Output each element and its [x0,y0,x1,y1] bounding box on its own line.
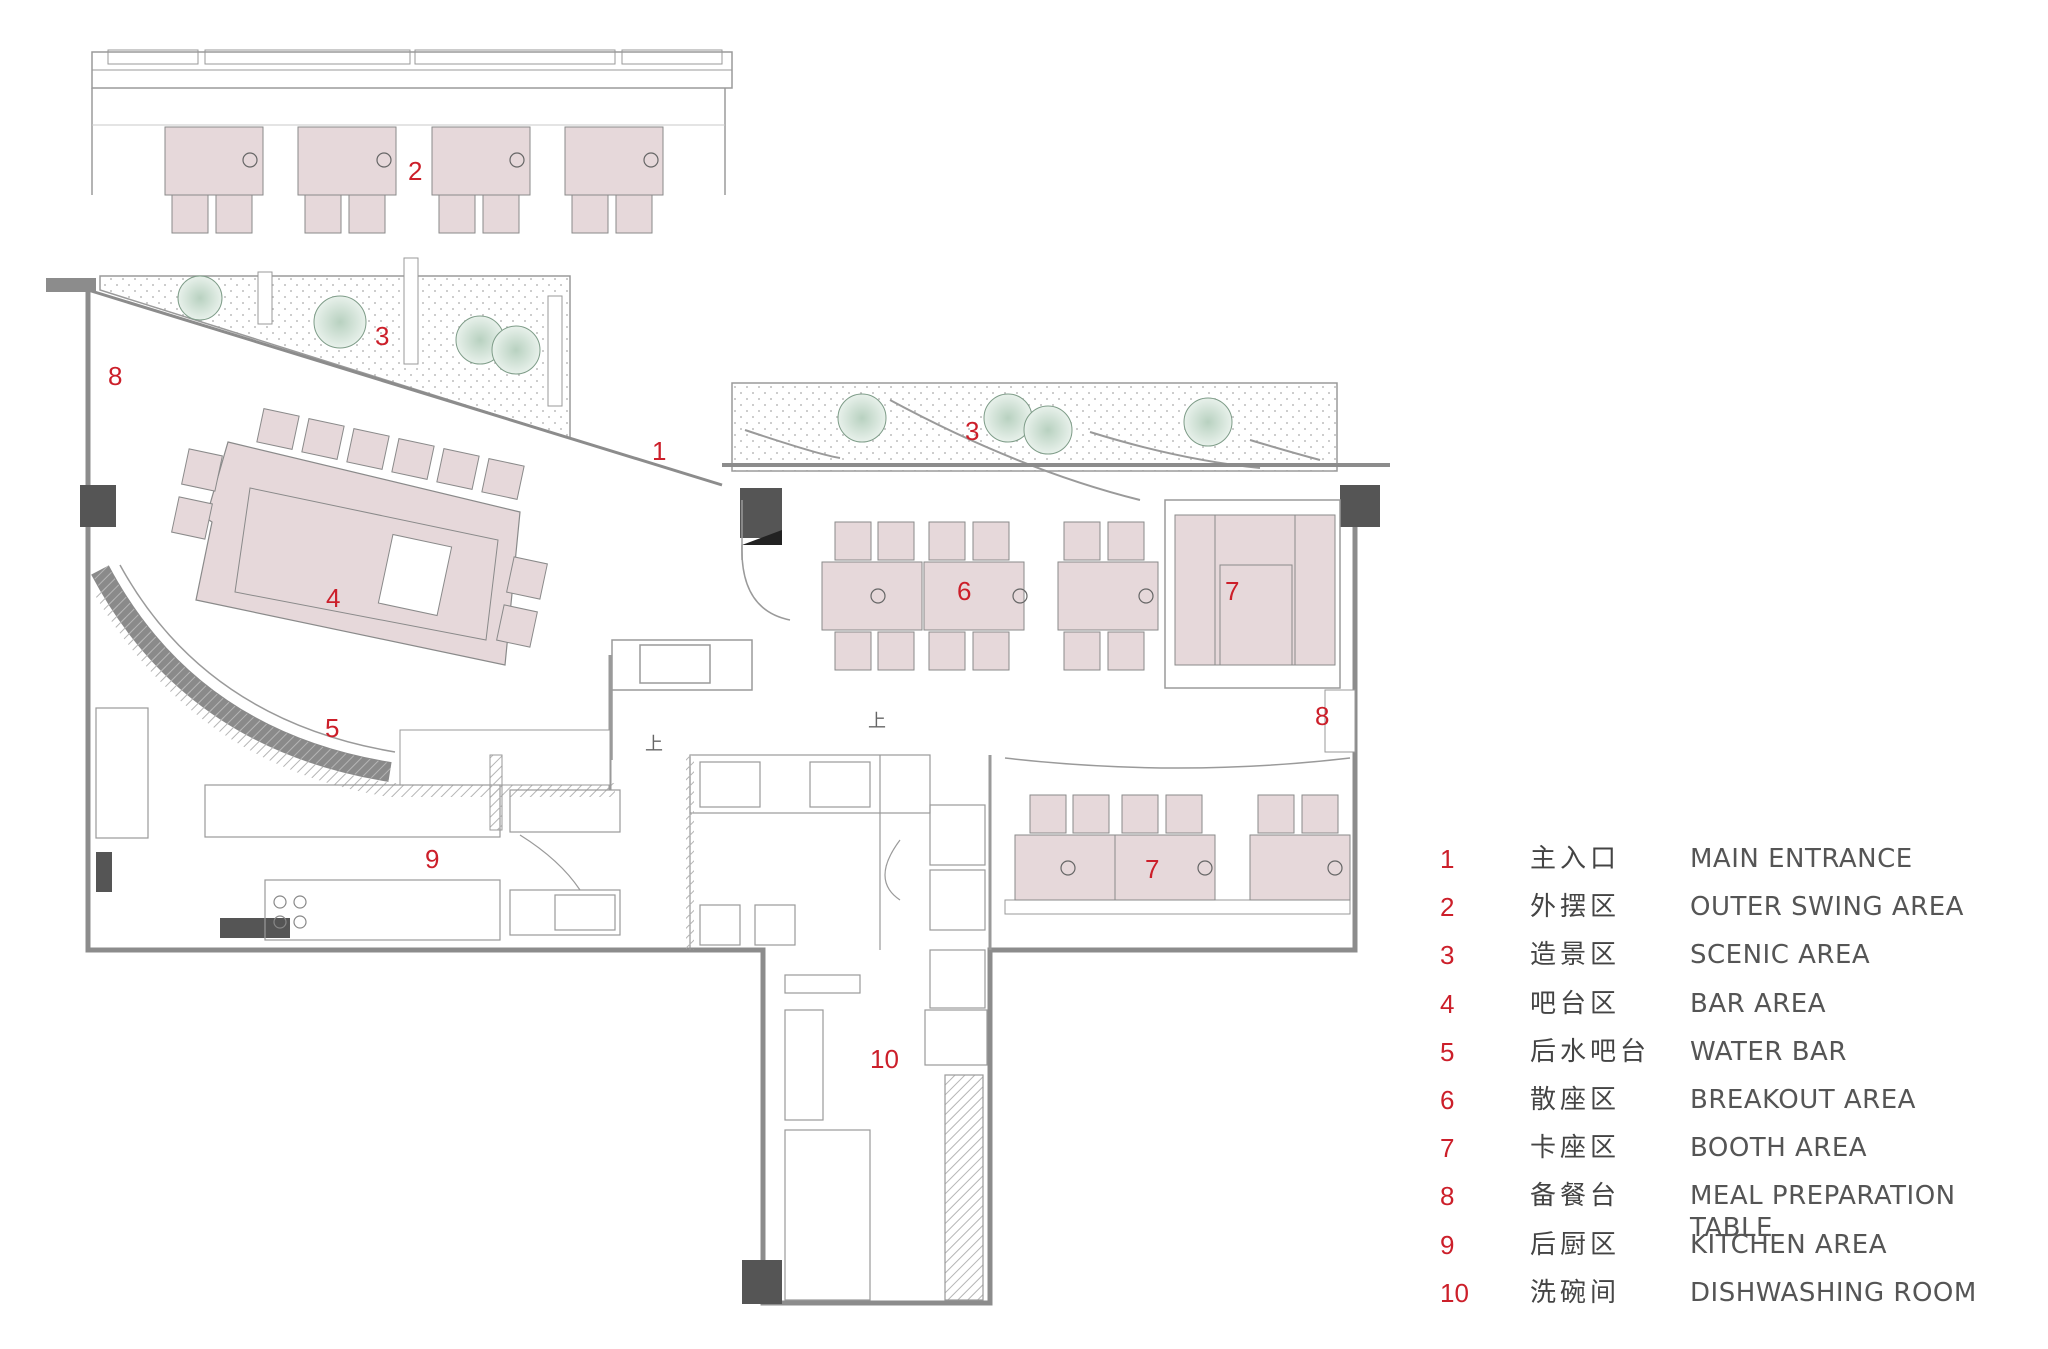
dishwashing-room [784,755,992,1301]
stair-up-mark: 上 [645,734,663,755]
legend-num: 4 [1440,988,1455,1019]
legend-en: OUTER SWING AREA [1690,892,1964,923]
water-bar [91,564,615,797]
zone-labels: 1 2 3 3 4 5 6 7 7 8 8 9 10 [108,156,1329,1074]
zone-label-1: 1 [652,436,666,466]
zone-label-6: 6 [957,576,971,606]
legend-num: 1 [1440,844,1455,874]
scenic-planter-right [731,382,1338,501]
partition [686,755,694,950]
scenic-planter-left [99,257,571,440]
legend-num: 8 [1440,1181,1455,1212]
legend-cn: 卡座区 [1530,1133,1621,1164]
legend-en: MEAL PREPARATION TABLE [1690,1181,1956,1244]
column [1340,485,1380,527]
legend-num: 7 [1440,1133,1455,1164]
legend-en: BAR AREA [1690,988,1827,1019]
legend-num: 6 [1440,1084,1455,1115]
legend-cn: 后水吧台 [1530,1036,1651,1067]
legend-en: DISHWASHING ROOM [1690,1277,1977,1308]
zone-label-8-right: 8 [1315,701,1329,731]
legend-num: 9 [1440,1229,1455,1260]
legend-row: 1 主入口 MAIN ENTRANCE [1440,843,2040,891]
legend-cn: 洗碗间 [1530,1277,1621,1308]
legend-row: 6 散座区 BREAKOUT AREA [1440,1084,2040,1132]
legend-cn: 后厨区 [1530,1229,1621,1260]
legend-cn: 散座区 [1530,1084,1621,1115]
booth-lower [1004,757,1351,915]
legend-num: 3 [1440,940,1455,971]
legend-cn: 主入口 [1530,844,1621,874]
legend-en: MAIN ENTRANCE [1690,844,1913,874]
zone-label-4: 4 [326,583,340,613]
outer-swing-area [91,49,733,234]
legend: 1 主入口 MAIN ENTRANCE 2 外摆区 OUTER SWING AREA 3… [1440,843,2040,1325]
legend-row: 2 外摆区 OUTER SWING AREA [1440,891,2040,939]
legend-en: BREAKOUT AREA [1690,1084,1916,1115]
legend-row: 9 后厨区 KITCHEN AREA [1440,1229,2040,1277]
legend-row: 4 吧台区 BAR AREA [1440,988,2040,1036]
column [742,1260,782,1304]
partition [489,754,503,831]
zone-label-10: 10 [870,1044,899,1074]
stair-step [742,530,782,545]
stair-up-mark: 上 [868,711,886,732]
column [80,485,116,527]
legend-en: KITCHEN AREA [1690,1229,1887,1260]
legend-row: 7 卡座区 BOOTH AREA [1440,1132,2040,1180]
tree-icon [837,393,1233,455]
legend-en: SCENIC AREA [1690,940,1871,971]
breakout-tables [821,521,1159,671]
legend-cn: 造景区 [1530,940,1621,971]
zone-label-5: 5 [325,713,339,743]
legend-row: 8 备餐台 MEAL PREPARATION TABLE [1440,1180,2040,1243]
zone-label-7-booth-upper: 7 [1225,576,1239,606]
legend-row: 3 造景区 SCENIC AREA [1440,939,2040,987]
column [740,488,782,538]
legend-cn: 备餐台 [1530,1181,1621,1212]
legend-en: WATER BAR [1690,1036,1847,1067]
legend-num: 2 [1440,892,1455,923]
equipment-block [96,852,112,892]
zone-label-2: 2 [408,156,422,186]
legend-row: 5 后水吧台 WATER BAR [1440,1036,2040,1084]
cooktop-block [220,918,290,938]
zone-label-3-left: 3 [375,321,389,351]
zone-label-8-left: 8 [108,361,122,391]
legend-en: BOOTH AREA [1690,1133,1868,1164]
zone-label-3-right: 3 [965,416,979,446]
building-walls [85,286,1358,1306]
wall-stub [46,278,96,292]
legend-num: 5 [1440,1036,1455,1067]
booth-upper [1164,499,1356,753]
bar-counter [171,408,548,666]
legend-cn: 外摆区 [1530,892,1621,923]
legend-cn: 吧台区 [1530,988,1621,1019]
zone-label-7-booth-lower: 7 [1145,854,1159,884]
zone-label-9: 9 [425,844,439,874]
legend-num: 10 [1440,1277,1469,1308]
tree-icon [177,275,541,375]
legend-row: 10 洗碗间 DISHWASHING ROOM [1440,1277,2040,1325]
entrance-fixtures [611,500,791,760]
